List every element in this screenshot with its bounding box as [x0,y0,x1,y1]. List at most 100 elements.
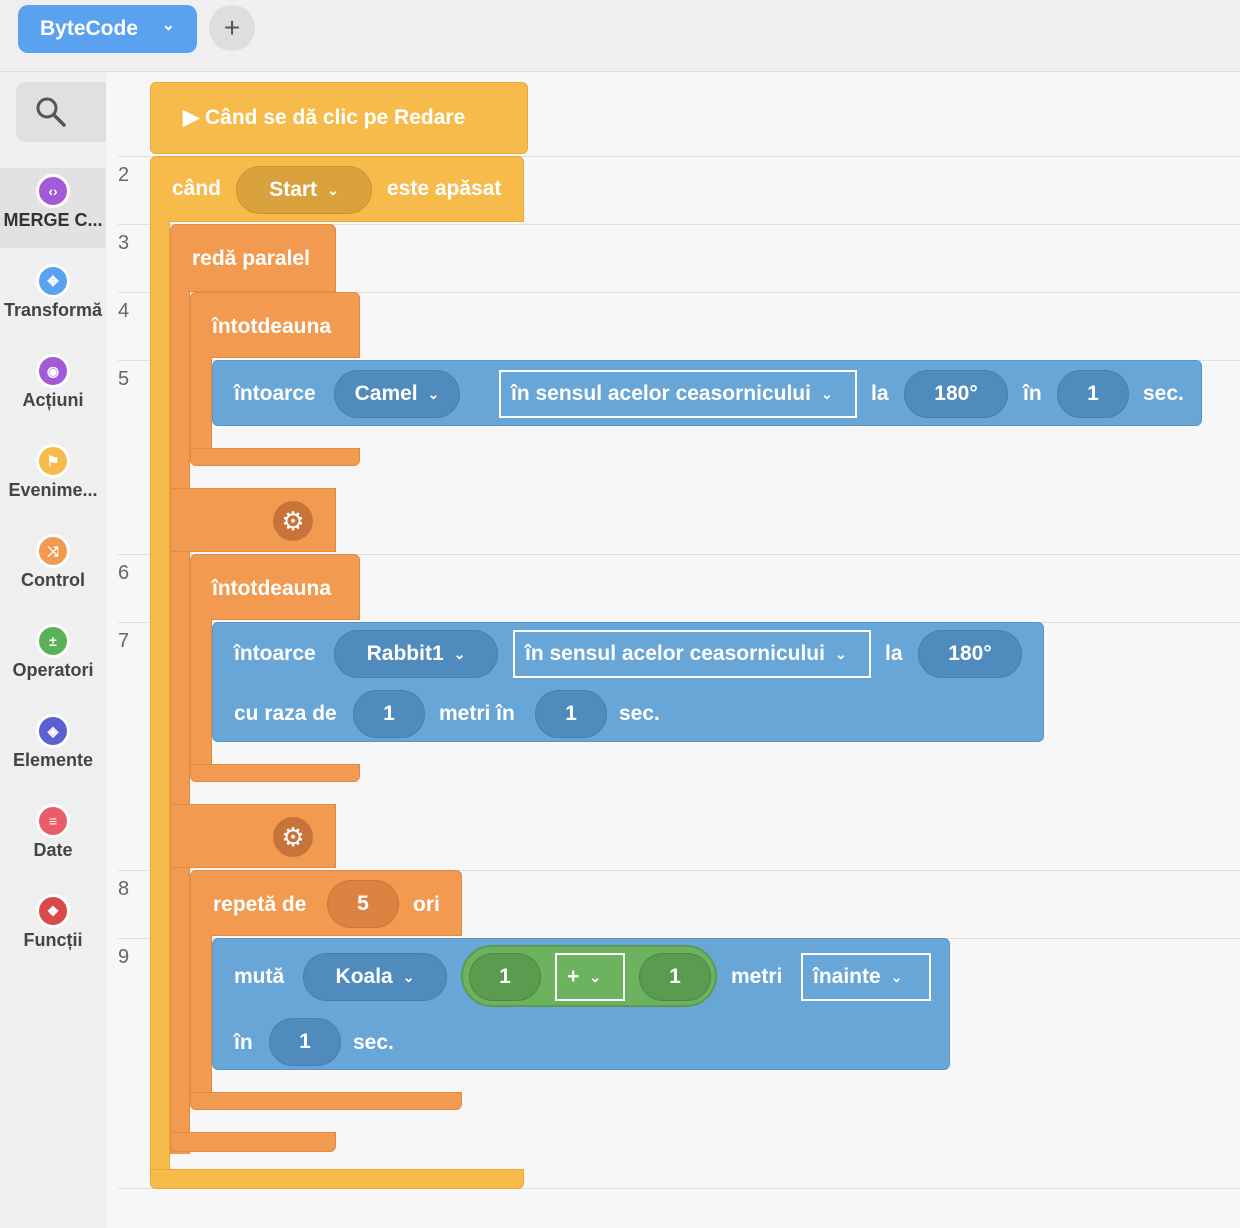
search-icon [36,97,66,127]
flag-icon: ⚑ [36,444,70,478]
category-label: Date [33,840,73,860]
direction-dropdown[interactable]: în sensul acelor ceasornicului⌄ [513,630,871,678]
chevron-down-icon: ⌄ [327,181,339,198]
function-icon: ❖ [36,894,70,928]
line-divider [118,292,1240,293]
top-bar: ByteCode ⌄ + [0,0,1240,72]
eye-icon: ◉ [36,354,70,388]
turn-label: întoarce [234,642,316,665]
when-label: când [172,177,222,200]
code-workspace[interactable]: 2 3 4 5 6 7 8 9 ▶ Când se dă clic pe Red… [106,72,1240,1228]
line-number: 2 [118,164,130,186]
play-hat-block[interactable]: ▶ Când se dă clic pe Redare [150,82,528,154]
duration-input[interactable]: 1 [269,1018,341,1066]
move-block[interactable]: mută Koala⌄ 1 +⌄ 1 metri înainte⌄ în 1 s… [212,938,950,1070]
radius-input[interactable]: 1 [353,690,425,738]
play-parallel-block[interactable]: redă paralel [170,224,336,292]
line-divider [118,224,1240,225]
la-label: la [885,642,903,665]
direction-dropdown[interactable]: în sensul acelor ceasornicului⌄ [499,370,857,418]
turn-radius-block[interactable]: întoarce Rabbit1⌄ în sensul acelor ceaso… [212,622,1044,742]
code-icon: ‹› [36,174,70,208]
duration-input[interactable]: 1 [1057,370,1129,418]
chevron-down-icon: ⌄ [589,968,601,985]
move-arrows-icon: ✥ [36,264,70,298]
forever-arm [190,618,212,768]
add-project-button[interactable]: + [209,5,255,51]
parallel-separator: ⚙ [170,488,336,552]
category-label: Acțiuni [22,390,84,410]
start-button-dropdown[interactable]: Start⌄ [236,166,372,214]
line-number: 9 [118,946,130,968]
turn-block[interactable]: întoarce Camel⌄ în sensul acelor ceasorn… [212,360,1202,426]
category-functions[interactable]: ❖ Funcții [0,888,106,968]
times-label: ori [413,893,440,916]
object-dropdown[interactable]: Camel⌄ [334,370,460,418]
project-selector-button[interactable]: ByteCode ⌄ [18,5,197,53]
repeat-arm [190,934,212,1094]
repeat-block[interactable]: repetă de 5 ori [190,870,462,936]
angle-input[interactable]: 180° [918,630,1022,678]
meters-in-label: metri în [439,702,515,725]
category-actions[interactable]: ◉ Acțiuni [0,348,106,428]
meters-label: metri [731,965,783,988]
gear-icon[interactable]: ⚙ [273,501,313,541]
hat-label: ▶ Când se dă clic pe Redare [183,106,466,129]
parallel-footer [170,1132,336,1152]
in-label: în [1023,382,1042,405]
category-elements[interactable]: ◈ Elemente [0,708,106,788]
sec-label: sec. [1143,382,1184,405]
line-number: 8 [118,878,130,900]
when-pressed-block[interactable]: când Start⌄ este apăsat [150,156,524,222]
line-divider [118,554,1240,555]
category-label: Transformă [3,300,103,320]
gear-icon[interactable]: ⚙ [273,817,313,857]
radius-label: cu raza de [234,702,337,725]
category-transform[interactable]: ✥ Transformă [0,258,106,338]
line-divider [118,156,1240,157]
forever-label: întotdeauna [212,577,331,600]
pressed-label: este apăsat [387,177,502,200]
operator-dropdown[interactable]: +⌄ [555,953,625,1001]
line-divider [118,870,1240,871]
object-dropdown[interactable]: Rabbit1⌄ [334,630,498,678]
chevron-down-icon: ⌄ [427,385,440,402]
category-data[interactable]: ≡ Date [0,798,106,878]
forever-block[interactable]: întotdeauna [190,292,360,358]
object-dropdown[interactable]: Koala⌄ [303,953,447,1001]
operand-b-input[interactable]: 1 [639,953,711,1001]
parallel-separator: ⚙ [170,804,336,868]
sec-label: sec. [619,702,660,725]
direction-dropdown[interactable]: înainte⌄ [801,953,931,1001]
chevron-down-icon: ⌄ [834,645,847,662]
addition-operator-block[interactable]: 1 +⌄ 1 [461,945,717,1007]
cube-icon: ◈ [36,714,70,748]
line-number: 6 [118,562,130,584]
when-pressed-footer [150,1169,524,1189]
category-label: Operatori [12,660,94,680]
category-events[interactable]: ⚑ Evenime... [0,438,106,518]
category-label: Evenime... [8,480,98,500]
forever-block[interactable]: întotdeauna [190,554,360,620]
repeat-footer [190,1092,462,1110]
line-divider [118,1188,1240,1189]
chevron-down-icon: ⌄ [820,385,833,402]
line-number: 5 [118,368,130,390]
chevron-down-icon: ⌄ [402,968,415,985]
database-icon: ≡ [36,804,70,838]
repeat-count-input[interactable]: 5 [327,880,399,928]
operand-a-input[interactable]: 1 [469,953,541,1001]
angle-input[interactable]: 180° [904,370,1008,418]
line-number: 3 [118,232,130,254]
search-button[interactable] [16,82,106,142]
line-number: 4 [118,300,130,322]
category-code[interactable]: ‹› MERGE C... [0,168,106,248]
category-control[interactable]: ⤨ Control [0,528,106,608]
turn-label: întoarce [234,382,316,405]
parallel-arm [170,290,190,1154]
chevron-down-icon: ⌄ [161,17,175,34]
duration-input[interactable]: 1 [535,690,607,738]
forever-footer [190,764,360,782]
category-operators[interactable]: ± Operatori [0,618,106,698]
category-label: Funcții [23,930,83,950]
